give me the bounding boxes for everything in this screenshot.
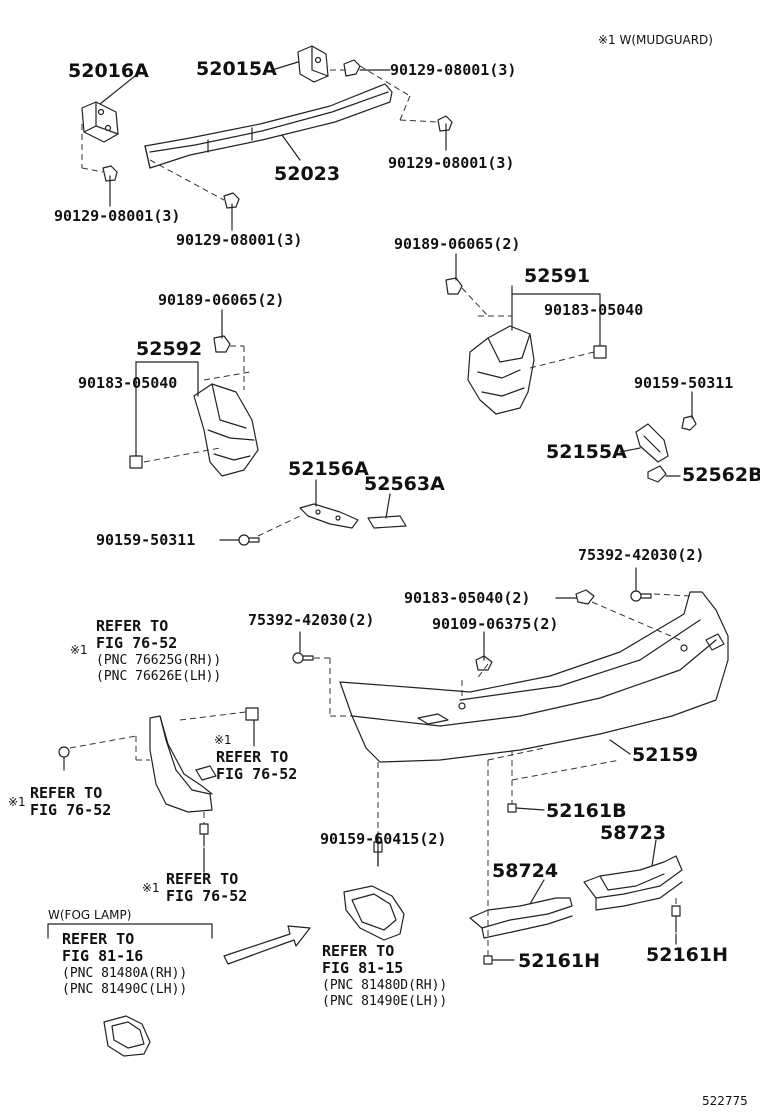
part-label-52161B[interactable]: 52161B	[546, 800, 627, 822]
direction-arrow	[223, 925, 311, 965]
mudguard-mark-top: ※1	[70, 643, 88, 657]
part-label-52591[interactable]: 52591	[524, 265, 591, 287]
mudguard-mark-right: ※1	[214, 733, 232, 747]
part-label-52155A[interactable]: 52155A	[546, 441, 627, 463]
fog-lamp-title: W(FOG LAMP)	[48, 908, 132, 922]
part-label-nut-right[interactable]: 90183-05040	[544, 301, 644, 319]
part-label-52015A[interactable]: 52015A	[196, 58, 277, 80]
part-label-52159[interactable]: 52159	[632, 744, 699, 766]
ref-fog-lamp-line1[interactable]: REFER TO	[62, 930, 135, 948]
reinforcement-bar-52023	[144, 83, 393, 169]
part-label-52156A[interactable]: 52156A	[288, 458, 369, 480]
ref-fog-lamp-line4: (PNC 81490C(LH))	[62, 982, 188, 997]
ref-mudguard-top-line2[interactable]: FIG 76-52	[96, 634, 178, 652]
ref-fog-cover-line4: (PNC 81490E(LH))	[322, 994, 448, 1009]
ref-mudguard-left-line1[interactable]: REFER TO	[30, 784, 103, 802]
part-label-52563A[interactable]: 52563A	[364, 473, 445, 495]
part-label-bolt-left[interactable]: 90129-08001(3)	[54, 207, 181, 225]
bumper-cover-52159	[339, 591, 729, 763]
fog-lamp-cover-left	[103, 1015, 151, 1057]
part-label-bolt-top-right-2[interactable]: 90129-08001(3)	[388, 154, 515, 172]
part-label-screw-right[interactable]: 90159-50311	[634, 374, 734, 392]
under-cover-58723	[583, 855, 683, 911]
part-label-bolt-top-right-1[interactable]: 90129-08001(3)	[390, 61, 517, 79]
figure-code: 522775	[702, 1094, 748, 1108]
bracket-52563A	[367, 515, 407, 529]
mudguard	[149, 715, 217, 813]
part-label-52023[interactable]: 52023	[274, 163, 341, 185]
ref-mudguard-right-line1[interactable]: REFER TO	[216, 748, 289, 766]
ref-fog-cover-line2[interactable]: FIG 81-15	[322, 959, 404, 977]
part-label-bolt-center[interactable]: 90129-08001(3)	[176, 231, 303, 249]
leader-lines	[63, 61, 693, 961]
ref-fog-lamp-line3: (PNC 81480A(RH))	[62, 966, 188, 981]
ref-fog-lamp-line2[interactable]: FIG 81-16	[62, 947, 144, 965]
bracket-52155A	[635, 423, 669, 463]
part-label-52562B[interactable]: 52562B	[682, 464, 760, 486]
bolts-top	[102, 59, 453, 209]
part-label-rivet-right[interactable]: 75392-42030(2)	[578, 546, 705, 564]
mudguard-mark-left: ※1	[8, 795, 26, 809]
part-label-58723[interactable]: 58723	[600, 822, 667, 844]
mudguard-note: ※1 W(MUDGUARD)	[598, 33, 713, 47]
ref-mudguard-top-line1[interactable]: REFER TO	[96, 617, 169, 635]
part-label-52592[interactable]: 52592	[136, 338, 203, 360]
bracket-52015A	[297, 45, 329, 83]
clips-and-nuts	[129, 277, 697, 469]
part-label-52161H-right[interactable]: 52161H	[646, 944, 729, 966]
under-cover-58724	[469, 897, 573, 939]
ref-mudguard-top-line3: (PNC 76625G(RH))	[96, 653, 222, 668]
part-label-clip-right[interactable]: 90189-06065(2)	[394, 235, 521, 253]
part-label-screw-center[interactable]: 90159-50311	[96, 531, 196, 549]
ref-fog-cover-line3: (PNC 81480D(RH))	[322, 978, 448, 993]
part-label-clip-left[interactable]: 90189-06065(2)	[158, 291, 285, 309]
part-label-nut-left[interactable]: 90183-05040	[78, 374, 178, 392]
bracket-52562B	[647, 465, 667, 483]
bracket-52016A	[81, 101, 119, 143]
mudguard-mark-bottom: ※1	[142, 881, 160, 895]
part-label-52016A[interactable]: 52016A	[68, 60, 149, 82]
fog-lamp-cover-center	[343, 885, 405, 941]
splash-shield-52591	[467, 325, 535, 415]
part-label-nut-center[interactable]: 90183-05040(2)	[404, 589, 531, 607]
part-label-rivet-left[interactable]: 75392-42030(2)	[248, 611, 375, 629]
screws	[58, 534, 681, 965]
part-label-screw-bottom[interactable]: 90159-60415(2)	[320, 830, 447, 848]
bracket-52156A	[299, 503, 359, 529]
ref-mudguard-top-line4: (PNC 76626E(LH))	[96, 669, 222, 684]
part-label-52161H-center[interactable]: 52161H	[518, 950, 601, 972]
splash-shield-52592	[193, 383, 259, 477]
part-label-58724[interactable]: 58724	[492, 860, 559, 882]
ref-mudguard-bottom-line2[interactable]: FIG 76-52	[166, 887, 248, 905]
ref-mudguard-bottom-line1[interactable]: REFER TO	[166, 870, 239, 888]
part-label-clip-center[interactable]: 90109-06375(2)	[432, 615, 559, 633]
ref-mudguard-left-line2[interactable]: FIG 76-52	[30, 801, 112, 819]
fog-lamp-frame	[47, 923, 213, 939]
ref-mudguard-right-line2[interactable]: FIG 76-52	[216, 765, 298, 783]
ref-fog-cover-line1[interactable]: REFER TO	[322, 942, 395, 960]
